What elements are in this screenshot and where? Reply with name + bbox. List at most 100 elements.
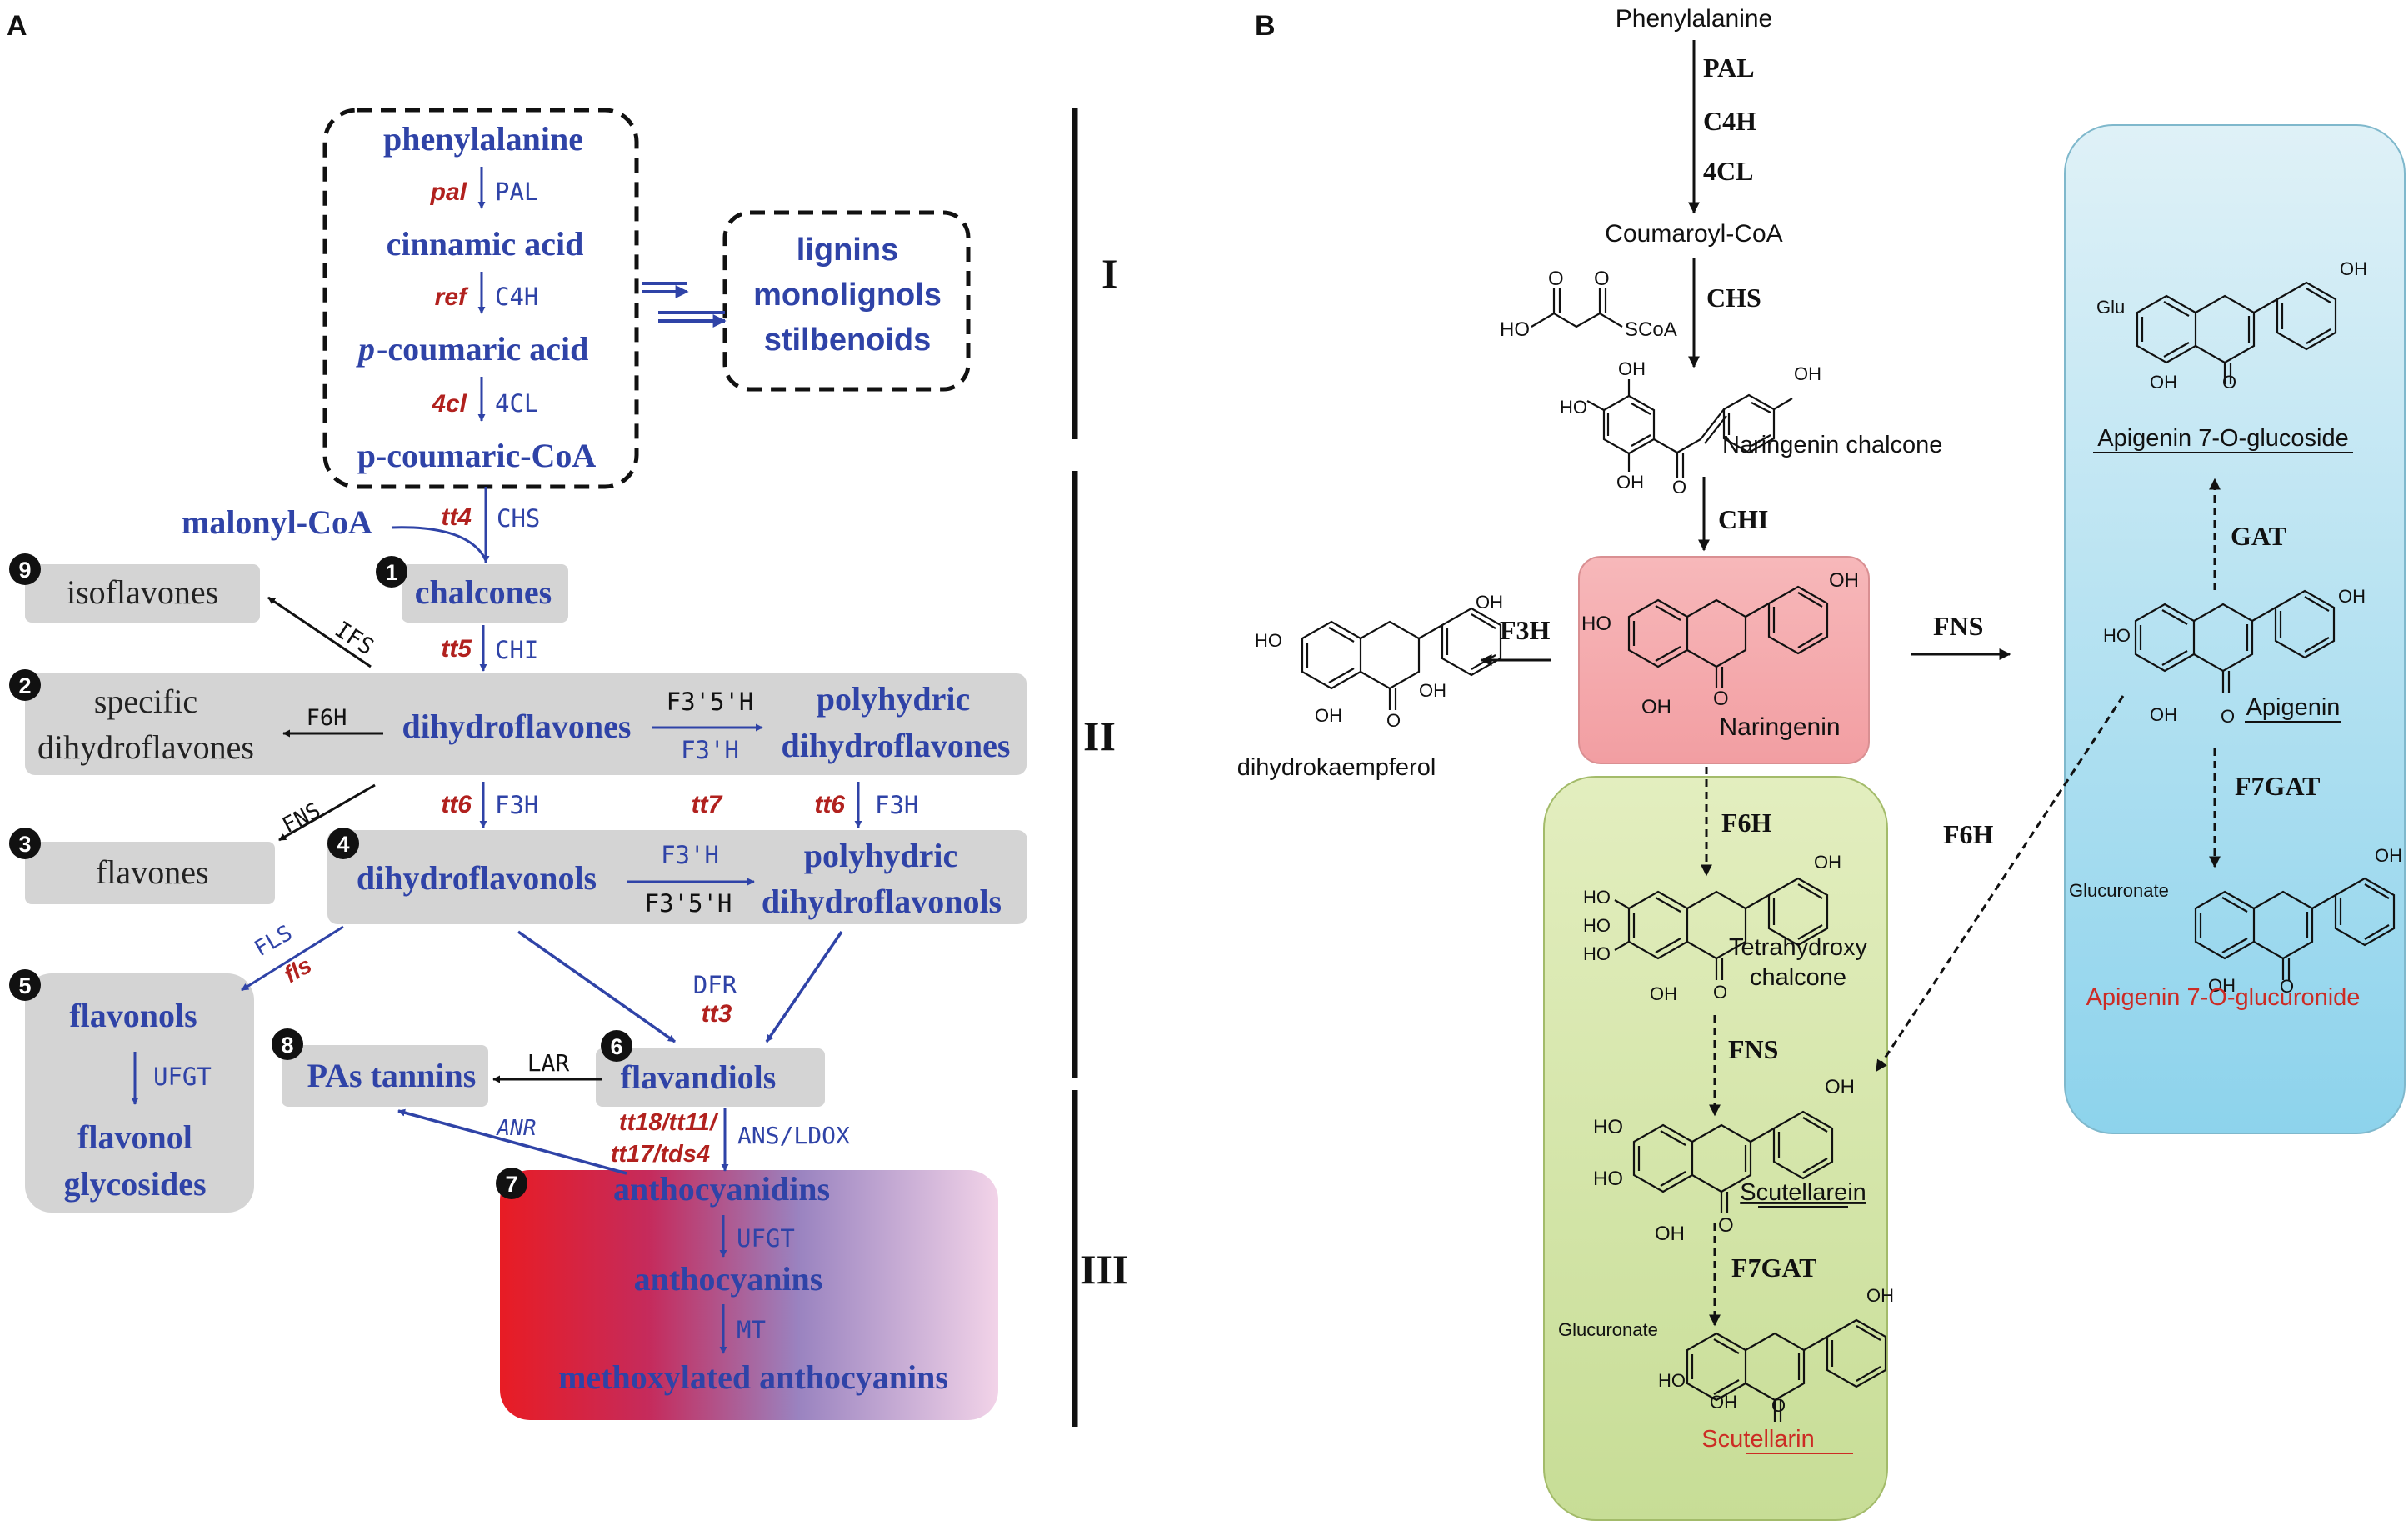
apigenin-box — [2064, 124, 2406, 1134]
badge-8-text: 8 — [281, 1033, 293, 1058]
ag-oh-right: OH — [2340, 258, 2367, 279]
apigenin-glucuronide-label: Apigenin 7-O-glucuronide — [2086, 984, 2361, 1011]
ref-gene: ref — [435, 283, 469, 311]
flavandiols-box — [596, 1048, 825, 1107]
tt6-left-gene: tt6 — [441, 791, 472, 818]
tt18-gene: tt18/tt11/ — [619, 1109, 719, 1136]
dhk-atoms: HO OH O OH OH — [1255, 592, 1503, 731]
lignins-box — [722, 210, 971, 392]
malonyl-ho: HO — [1500, 318, 1530, 341]
dhk-o: O — [1386, 710, 1401, 731]
badges: 1 2 3 4 5 6 7 8 9 — [9, 553, 632, 1199]
fns-mid-enzyme: FNS — [1728, 1034, 1778, 1064]
p-italic: p — [356, 330, 375, 368]
sc-o: O — [1718, 1214, 1734, 1237]
badge-3-text: 3 — [18, 832, 31, 857]
dhk-oh: OH — [1315, 705, 1342, 726]
ag-glu: Glu — [2096, 297, 2125, 318]
isoflavones-box — [25, 564, 260, 623]
ans-ldox-enzyme: ANS/LDOX — [737, 1122, 850, 1149]
p-coumaric-coa-label: p-coumaric-CoA — [357, 437, 597, 474]
f7gat-right-enzyme: F7GAT — [2235, 771, 2321, 801]
panel-a-label: A — [7, 10, 27, 42]
scn-oh-right: OH — [1866, 1285, 1894, 1306]
badge-9-text: 9 — [18, 558, 31, 583]
coumaric-acid-label: -coumaric acid — [377, 330, 588, 368]
badge-1-text: 1 — [385, 560, 397, 585]
chalcones-label: chalcones — [415, 573, 552, 611]
f3h-prime-top-enzyme: F3'H — [681, 736, 739, 764]
agu-glucuronate: Glucuronate — [2069, 880, 2169, 901]
4cl-gene: 4cl — [431, 390, 467, 418]
tetrahydroxy-oh-bond — [1614, 899, 1630, 951]
tt5-gene: tt5 — [441, 635, 472, 663]
ap-o: O — [2221, 706, 2235, 727]
polyhydric-dihydroflavones-label: dihydroflavones — [782, 727, 1011, 764]
f6h-inside-label: F6H — [1721, 808, 1772, 838]
coumaroyl-coa-label: Coumaroyl-CoA — [1605, 220, 1782, 248]
pas-tannins-box — [282, 1045, 488, 1107]
anr-enzyme: ANR — [496, 1116, 537, 1141]
th-ho-2: HO — [1583, 915, 1611, 936]
scutellarin-label: Scutellarin — [1701, 1426, 1814, 1453]
lignins-label: lignins — [797, 233, 898, 268]
sc-oh: OH — [1655, 1223, 1685, 1245]
nc-oh-right: OH — [1794, 363, 1821, 384]
badge-4 — [327, 828, 359, 859]
agu-oh-right: OH — [2375, 845, 2402, 866]
4cl-enzyme: 4CL — [495, 389, 538, 418]
ap-oh-right: OH — [2338, 586, 2366, 607]
th-oh-right: OH — [1814, 852, 1841, 873]
flavones-label: flavones — [96, 853, 209, 891]
scutellarein-atoms: HO HO OH O OH — [1593, 1076, 1855, 1245]
tt3-gene: tt3 — [702, 1000, 732, 1028]
th-ho-1: HO — [1583, 887, 1611, 908]
malonyl-coa-label: malonyl-CoA — [182, 503, 372, 541]
malonyl-o2: O — [1594, 268, 1610, 290]
nar-ho: HO — [1581, 613, 1611, 635]
dhk-oh-3: OH — [1419, 680, 1446, 701]
fns-enzyme-a: FNS — [278, 798, 325, 839]
flavones-box — [25, 842, 275, 904]
fls-enzyme: FLS — [251, 921, 297, 962]
badge-2-text: 2 — [18, 673, 31, 698]
malonyl-arrow — [391, 526, 487, 559]
malonyl-coa-structure: HO O O SCoA — [1500, 268, 1677, 341]
phenylpropanoid-box — [322, 108, 639, 489]
apigenin-atoms: HO OH O OH — [2103, 586, 2366, 727]
dihydroflavones-box — [25, 673, 1027, 775]
fns-b-enzyme: FNS — [1933, 611, 1983, 641]
dihydroflavonols-label: dihydroflavonols — [357, 859, 597, 897]
stage-i-label: I — [1102, 250, 1117, 297]
ifs-arrow — [267, 596, 372, 668]
badge-8 — [272, 1028, 303, 1060]
nar-oh-right: OH — [1829, 569, 1859, 592]
lar-enzyme: LAR — [527, 1049, 570, 1077]
scutellarin-box — [1543, 776, 1888, 1521]
scn-oh: OH — [1710, 1392, 1737, 1413]
pal-gene: pal — [430, 178, 467, 206]
ag-oh: OH — [2150, 372, 2177, 393]
monolignols-label: monolignols — [753, 278, 942, 313]
dihydroflavonols-box — [327, 830, 1027, 924]
anthocyanins-label: anthocyanins — [634, 1260, 823, 1298]
malonyl-o1: O — [1548, 268, 1564, 290]
f3h-b-enzyme: F3H — [1500, 615, 1551, 645]
tetrahydroxy-label: Tetrahydroxy — [1729, 934, 1868, 961]
agu-o: O — [2280, 976, 2294, 997]
panel-b-label: B — [1255, 10, 1276, 42]
flavonols-label: flavonols — [69, 997, 197, 1034]
ufgt-left-enzyme: UFGT — [153, 1063, 212, 1091]
badge-9 — [9, 553, 41, 585]
badge-7 — [496, 1168, 527, 1199]
pal-b-enzyme: PAL — [1703, 53, 1755, 83]
stage-iii-label: III — [1080, 1246, 1128, 1293]
dfr-left-arrow — [517, 930, 677, 1043]
polyhydric-dihydroflavonols-label: dihydroflavonols — [762, 883, 1002, 920]
panel-a: A I II III phenylalanine pal PAL cinnami… — [7, 10, 1128, 1427]
flavonol-label: flavonol — [77, 1118, 192, 1156]
f7gat-mid-enzyme: F7GAT — [1731, 1253, 1817, 1283]
sc-ho-2: HO — [1593, 1168, 1623, 1190]
ap-oh: OH — [2150, 704, 2177, 725]
